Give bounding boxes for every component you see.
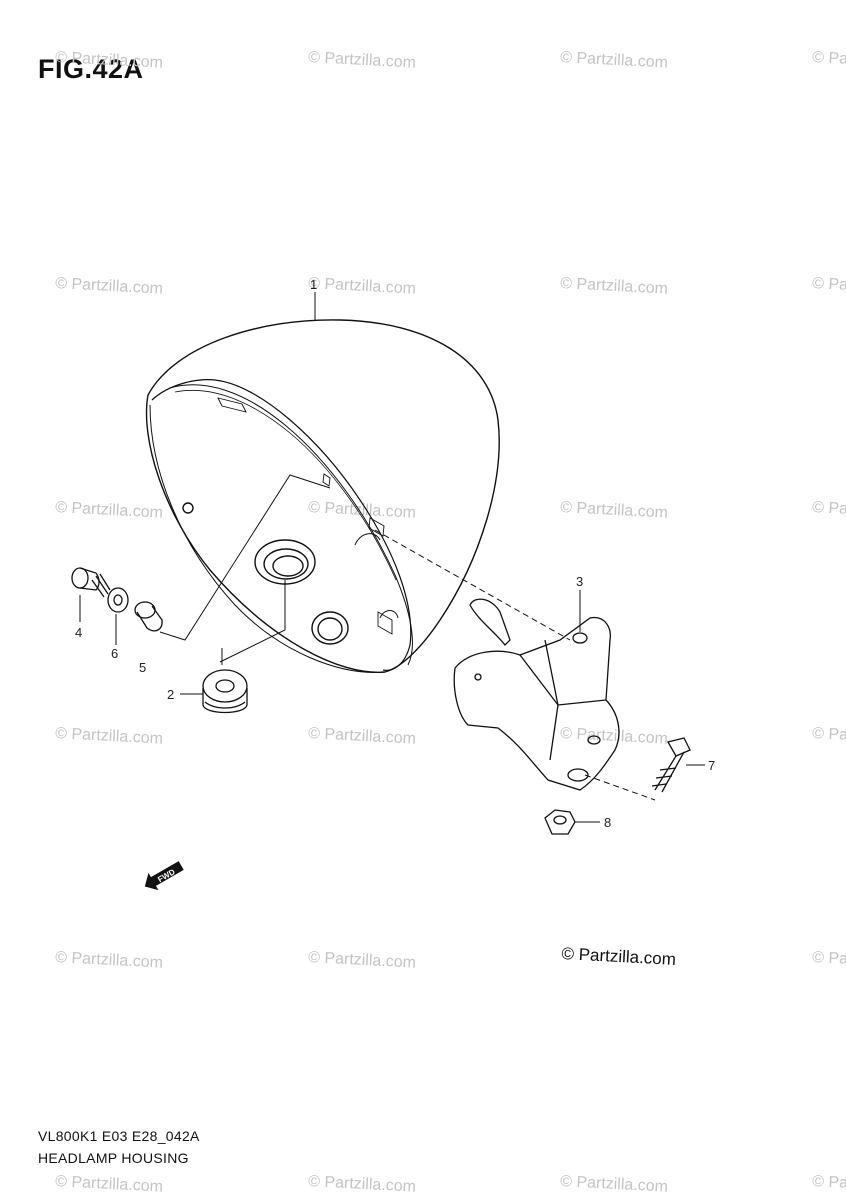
watermark: © Partzilla.com xyxy=(560,49,669,72)
bolt-part-4 xyxy=(71,567,111,598)
callout-leaders xyxy=(79,292,705,823)
watermark: © Partzilla.com xyxy=(55,949,164,972)
watermark: © Partzilla.com xyxy=(308,499,417,522)
callout-label: 7 xyxy=(708,758,715,773)
watermark: © Partzilla.com xyxy=(560,499,669,522)
grommet-part-2 xyxy=(202,669,248,714)
callout-label: 6 xyxy=(111,646,118,661)
watermark: © Partzilla.com xyxy=(55,49,164,72)
callout-label: 8 xyxy=(604,815,611,830)
watermark: © Partzilla.com xyxy=(55,499,164,522)
assembly-name: HEADLAMP HOUSING xyxy=(38,1150,189,1166)
callout-labels: 1 2 3 4 5 6 7 8 xyxy=(75,277,715,830)
watermark: © Partzilla.com xyxy=(812,949,846,972)
bracket-part-3 xyxy=(453,598,620,791)
watermark: © Partzilla.com xyxy=(308,49,417,72)
watermark: © Partzilla.com xyxy=(812,275,846,298)
watermark: © Partzilla.com xyxy=(308,949,417,972)
watermark: © Partzilla.com xyxy=(308,725,417,748)
watermark: © Partzilla.com xyxy=(308,275,417,298)
nut-part-8 xyxy=(544,809,576,835)
watermark: © Partzilla.com xyxy=(560,725,669,748)
watermark: © Partzilla.com xyxy=(812,49,846,72)
watermark: © Partzilla.com xyxy=(812,1173,846,1196)
callout-label: 5 xyxy=(139,660,146,675)
watermark: © Partzilla.com xyxy=(308,1173,417,1196)
watermark: © Partzilla.com xyxy=(560,1173,669,1196)
watermark: © Partzilla.com xyxy=(560,275,669,298)
figure-title: FIG.42A xyxy=(38,54,144,84)
callout-label: 3 xyxy=(576,574,583,589)
assembly-lines xyxy=(159,474,656,801)
watermark: © Partzilla.com xyxy=(812,725,846,748)
watermark: © Partzilla.com xyxy=(55,1173,164,1196)
model-code: VL800K1 E03 E28_042A xyxy=(38,1128,200,1144)
screw-part-7 xyxy=(651,737,691,793)
watermark: © Partzilla.com xyxy=(55,725,164,748)
callout-label: 1 xyxy=(310,277,317,292)
watermark: © Partzilla.com xyxy=(812,499,846,522)
callout-label: 2 xyxy=(167,687,174,702)
watermark: © Partzilla.com xyxy=(55,275,164,298)
headlamp-housing-part-1 xyxy=(145,319,500,673)
forward-arrow-icon: FWD xyxy=(144,861,184,891)
watermark-group: © Partzilla.com © Partzilla.com © Partzi… xyxy=(55,49,846,1196)
callout-label: 4 xyxy=(75,625,82,640)
collar-part-5 xyxy=(134,601,163,632)
washer-part-6 xyxy=(107,587,129,613)
